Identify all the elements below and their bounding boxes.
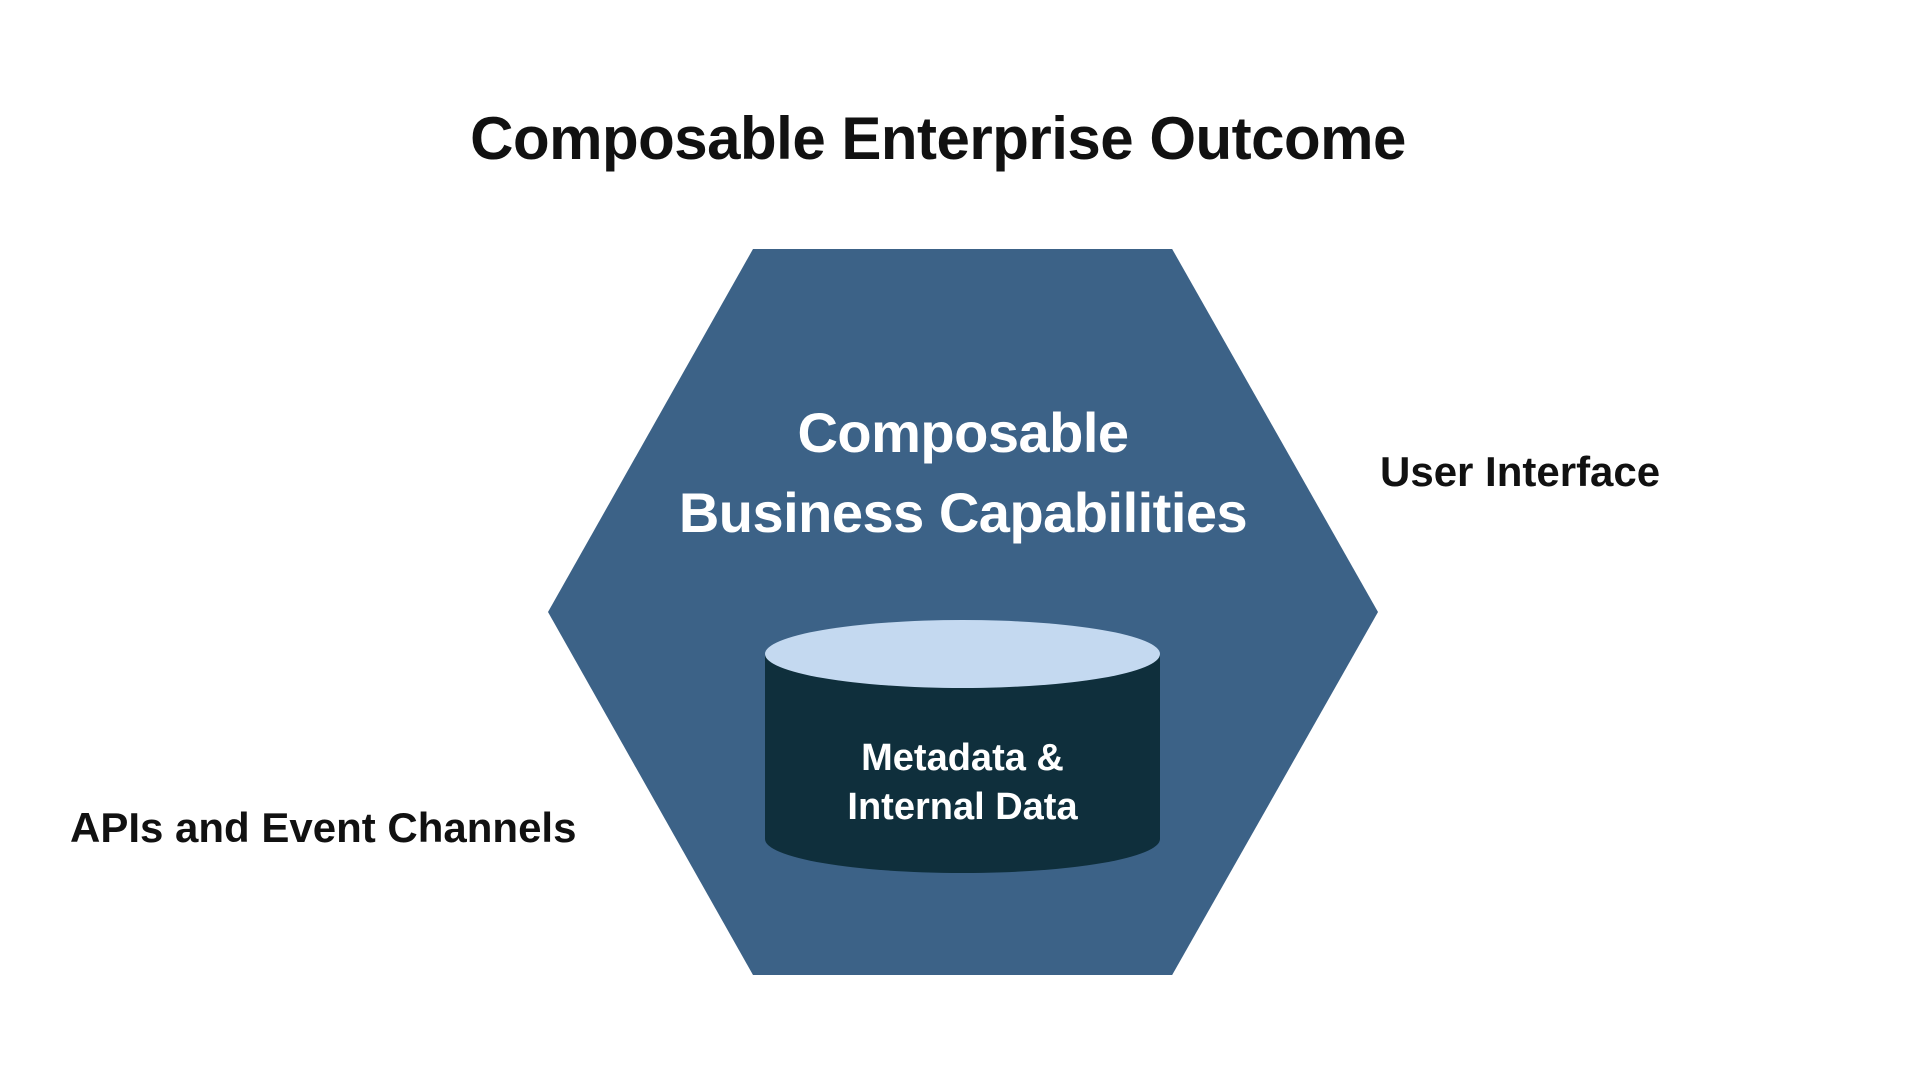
hexagon-label: Composable Business Capabilities bbox=[548, 393, 1378, 553]
database-cylinder-body bbox=[765, 654, 1160, 873]
user-interface-label: User Interface bbox=[1380, 448, 1661, 495]
database-cylinder: Metadata & Internal Data bbox=[765, 620, 1160, 873]
database-cylinder-top bbox=[765, 620, 1160, 688]
hexagon-label-line1: Composable bbox=[797, 401, 1129, 464]
hexagon-label-line2: Business Capabilities bbox=[678, 481, 1248, 544]
diagram-title: Composable Enterprise Outcome bbox=[470, 105, 1406, 172]
cylinder-label-line1: Metadata & bbox=[861, 737, 1064, 779]
database-cylinder-label: Metadata & Internal Data bbox=[765, 734, 1160, 832]
apis-event-channels-label: APIs and Event Channels bbox=[70, 804, 577, 851]
cylinder-label-line2: Internal Data bbox=[847, 786, 1078, 828]
